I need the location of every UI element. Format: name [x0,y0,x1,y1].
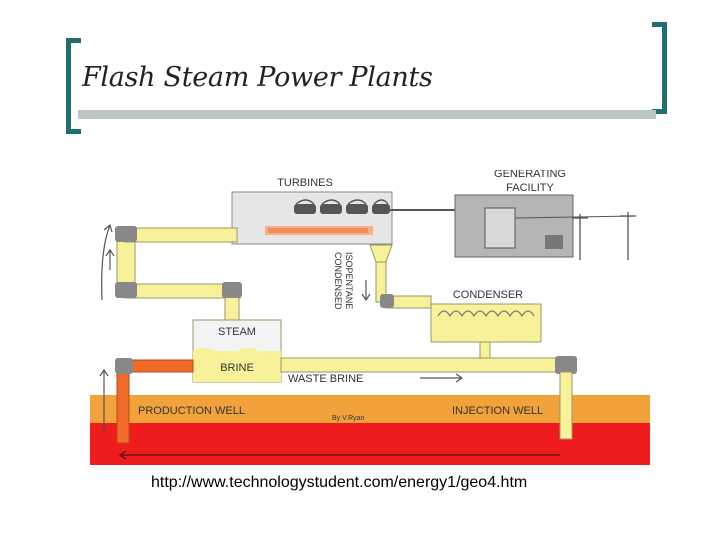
arrow-icon-2 [101,223,113,301]
generating-label-1: GENERATING [494,170,566,180]
arrow-icon-3 [361,280,371,302]
waste-brine-pipe [280,357,570,373]
injection-well-pipe [559,371,573,440]
power-line [514,215,636,219]
arrow-icon-6 [118,450,560,460]
pipe-elbows [115,226,242,298]
generator-block [545,235,563,249]
condenser-coils [437,310,535,318]
condensed-label-2: ISOPENTANE [344,252,354,309]
right-bracket [652,22,667,114]
brine-fill [193,351,281,382]
brine-surface [193,348,281,354]
injection-well-label: INJECTION WELL [452,405,543,417]
condensate-funnel [369,244,393,263]
production-well-pipe [116,367,130,444]
waste-brine-elbow [555,356,577,374]
condenser-pipe [479,341,491,361]
turbine-icon [294,199,390,214]
title-rule [78,110,656,119]
brine-label: BRINE [220,362,254,374]
generator-unit [484,207,516,249]
production-well-label: PRODUCTION WELL [138,405,245,417]
condensate-elbow [380,294,394,308]
source-url: http://www.technologystudent.com/energy1… [151,474,528,491]
condenser-label: CONDENSER [453,289,523,301]
production-feed-pipe [122,359,194,373]
steam-supply-pipe [116,227,241,330]
waste-brine-label: WASTE BRINE [288,373,363,385]
transmission-tower-icon [572,212,636,260]
ground-layer-top [90,395,650,423]
ground-layer-bottom [90,423,650,465]
credit-label: By V.Ryan [332,415,365,422]
turbines-label: TURBINES [277,177,333,189]
production-elbow [115,358,133,374]
slide-title: Flash Steam Power Plants [82,62,433,93]
generating-label-2: FACILITY [506,182,554,194]
condenser-tank [430,303,542,343]
turbine-house [231,191,393,245]
arrow-icon [105,248,115,270]
arrow-icon-4 [420,373,464,383]
arrow-icon-5 [99,368,109,432]
condensed-label-1: CONDENSED [333,252,343,310]
steam-label: STEAM [218,326,256,338]
flash-steam-diagram: TURBINES GENERATING FACILITY [90,170,650,465]
left-bracket [66,38,81,134]
steam-jet-core [268,228,368,233]
